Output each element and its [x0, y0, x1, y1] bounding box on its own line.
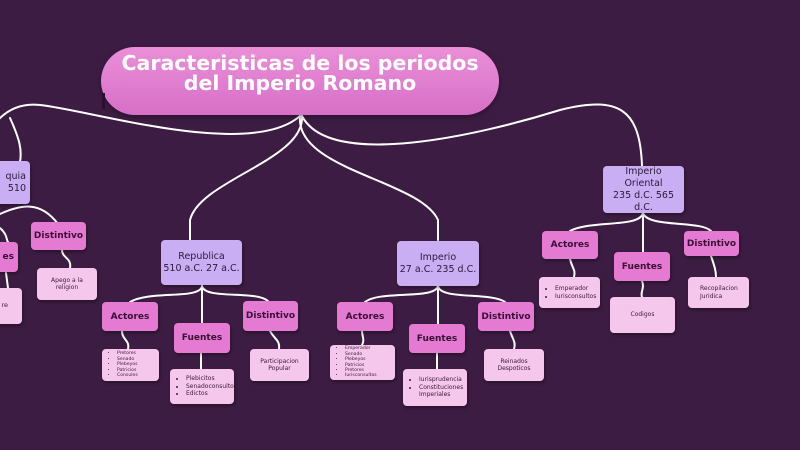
connector [437, 285, 506, 303]
imperio-oriental-actores-node[interactable]: Actores [542, 231, 598, 259]
map-title[interactable]: Caracteristicas de los periodos del Impe… [101, 47, 499, 115]
monarquia-actores-partial: es [2, 252, 14, 262]
imperio-oriental-fuentes-detail[interactable]: Codigos [610, 297, 675, 333]
imperio-actores-label: Actores [345, 311, 385, 322]
period-monarquia-title: quia [5, 170, 26, 182]
imperio-actores-detail[interactable]: Emperador Senado Plebeyos Patricios Pret… [330, 345, 395, 380]
list-item: Pretores [117, 351, 138, 356]
imperio-fuentes-node[interactable]: Fuentes [409, 324, 465, 353]
monarquia-distintivo-node[interactable]: Distintivo [31, 222, 86, 250]
connector [269, 330, 281, 350]
period-republica-title: Republica [178, 250, 225, 262]
monarquia-distintivo-detail[interactable]: Apego a la religion [37, 268, 97, 300]
list-item: Senadoconsultos [186, 383, 237, 391]
monarquia-fuentes-detail[interactable]: re [0, 288, 22, 324]
republica-fuentes-detail[interactable]: Plebicitos Senadoconsultos Edictos [170, 369, 237, 404]
list-item: Senado [345, 352, 377, 357]
republica-distintivo-item: Participacion Popular [260, 357, 299, 373]
text-cursor [102, 93, 105, 109]
list-item: Iurisprudencia [419, 376, 463, 384]
period-monarquia[interactable]: quia 510 [0, 161, 30, 204]
list-item: Emperador [345, 346, 377, 351]
imperio-oriental-actores-detail[interactable]: Emperador Iurisconsultos [539, 277, 600, 308]
connector [0, 103, 301, 135]
connector [364, 285, 439, 303]
connector [0, 227, 9, 243]
connector [569, 212, 644, 232]
list-item: Edictos [186, 390, 237, 398]
monarquia-fuentes-partial: re [1, 301, 8, 310]
list-item: Emperador [555, 285, 596, 293]
list-item: Pretores [345, 368, 377, 373]
monarquia-actores-node[interactable]: es [0, 242, 18, 272]
period-imperio-dates: 27 a.C. 235 d.C. [399, 263, 477, 275]
list-item: Iurisconsultos [555, 293, 596, 301]
imperio-oriental-distintivo-label: Distintivo [686, 238, 737, 249]
list-item: Consules [117, 373, 138, 378]
republica-actores-detail[interactable]: Pretores Senado Plebeyos Patricios Consu… [102, 349, 159, 381]
imperio-oriental-fuentes-item: Codigos [630, 311, 655, 319]
title-line-2: del Imperio Romano [183, 71, 417, 95]
imperio-actores-node[interactable]: Actores [337, 302, 393, 331]
connector [642, 212, 712, 232]
connector [569, 258, 576, 278]
title-line-1: Caracteristicas de los periodos [121, 51, 479, 75]
period-imperio-oriental-dates: 235 d.C. 565 d.C. [612, 189, 674, 213]
connector [640, 280, 644, 298]
connector [0, 205, 59, 225]
connector [710, 255, 717, 278]
connector [61, 249, 72, 269]
period-republica-dates: 510 a.C. 27 a.C. [163, 262, 240, 274]
monarquia-distintivo-item: Apego a la religion [51, 276, 83, 292]
imperio-fuentes-label: Fuentes [416, 333, 458, 344]
period-republica[interactable]: Republica 510 a.C. 27 a.C. [161, 240, 242, 285]
connector [9, 117, 22, 163]
monarquia-distintivo-label: Distintivo [33, 231, 84, 241]
connector [509, 330, 516, 350]
imperio-fuentes-detail[interactable]: Iurisprudencia Constituciones Imperiales [403, 369, 467, 406]
imperio-distintivo-node[interactable]: Distintivo [478, 302, 534, 331]
imperio-oriental-distintivo-node[interactable]: Distintivo [684, 231, 739, 256]
period-monarquia-dates: 510 [7, 182, 26, 194]
list-item: Plebeyos [345, 357, 377, 362]
imperio-oriental-fuentes-label: Fuentes [621, 261, 663, 272]
list-item: Patricios [345, 363, 377, 368]
period-imperio[interactable]: Imperio 27 a.C. 235 d.C. [397, 241, 479, 286]
list-item: Plebicitos [186, 375, 237, 383]
connector [301, 103, 643, 167]
connector [361, 330, 365, 346]
connector [121, 330, 130, 350]
connector [5, 272, 9, 289]
imperio-oriental-actores-label: Actores [550, 240, 590, 250]
list-item: Patricios [117, 368, 138, 373]
republica-fuentes-node[interactable]: Fuentes [174, 323, 230, 353]
connector [189, 115, 304, 241]
republica-distintivo-label: Distintivo [245, 311, 296, 321]
connector [201, 285, 269, 302]
period-imperio-title: Imperio [419, 251, 457, 263]
connector [129, 285, 203, 303]
imperio-oriental-distintivo-detail[interactable]: Recopilacion Juridica [688, 277, 749, 308]
imperio-oriental-fuentes-node[interactable]: Fuentes [614, 252, 670, 281]
republica-fuentes-label: Fuentes [181, 333, 223, 343]
imperio-distintivo-item: Reinados Despoticos [497, 357, 531, 373]
republica-actores-node[interactable]: Actores [102, 302, 158, 331]
list-item: Constituciones Imperiales [419, 384, 463, 399]
period-imperio-oriental[interactable]: Imperio Oriental 235 d.C. 565 d.C. [603, 166, 684, 213]
list-item: Senado [117, 357, 138, 362]
period-imperio-oriental-title: Imperio Oriental [624, 165, 663, 189]
imperio-oriental-distintivo-item: Recopilacion Juridica [700, 285, 738, 300]
imperio-distintivo-detail[interactable]: Reinados Despoticos [484, 349, 544, 381]
list-item: Iurisconsultos [345, 373, 377, 378]
republica-distintivo-node[interactable]: Distintivo [243, 301, 298, 331]
connector [298, 115, 439, 241]
list-item: Plebeyos [117, 362, 138, 367]
imperio-distintivo-label: Distintivo [481, 311, 531, 322]
republica-actores-label: Actores [110, 311, 150, 322]
republica-distintivo-detail[interactable]: Participacion Popular [250, 349, 309, 381]
